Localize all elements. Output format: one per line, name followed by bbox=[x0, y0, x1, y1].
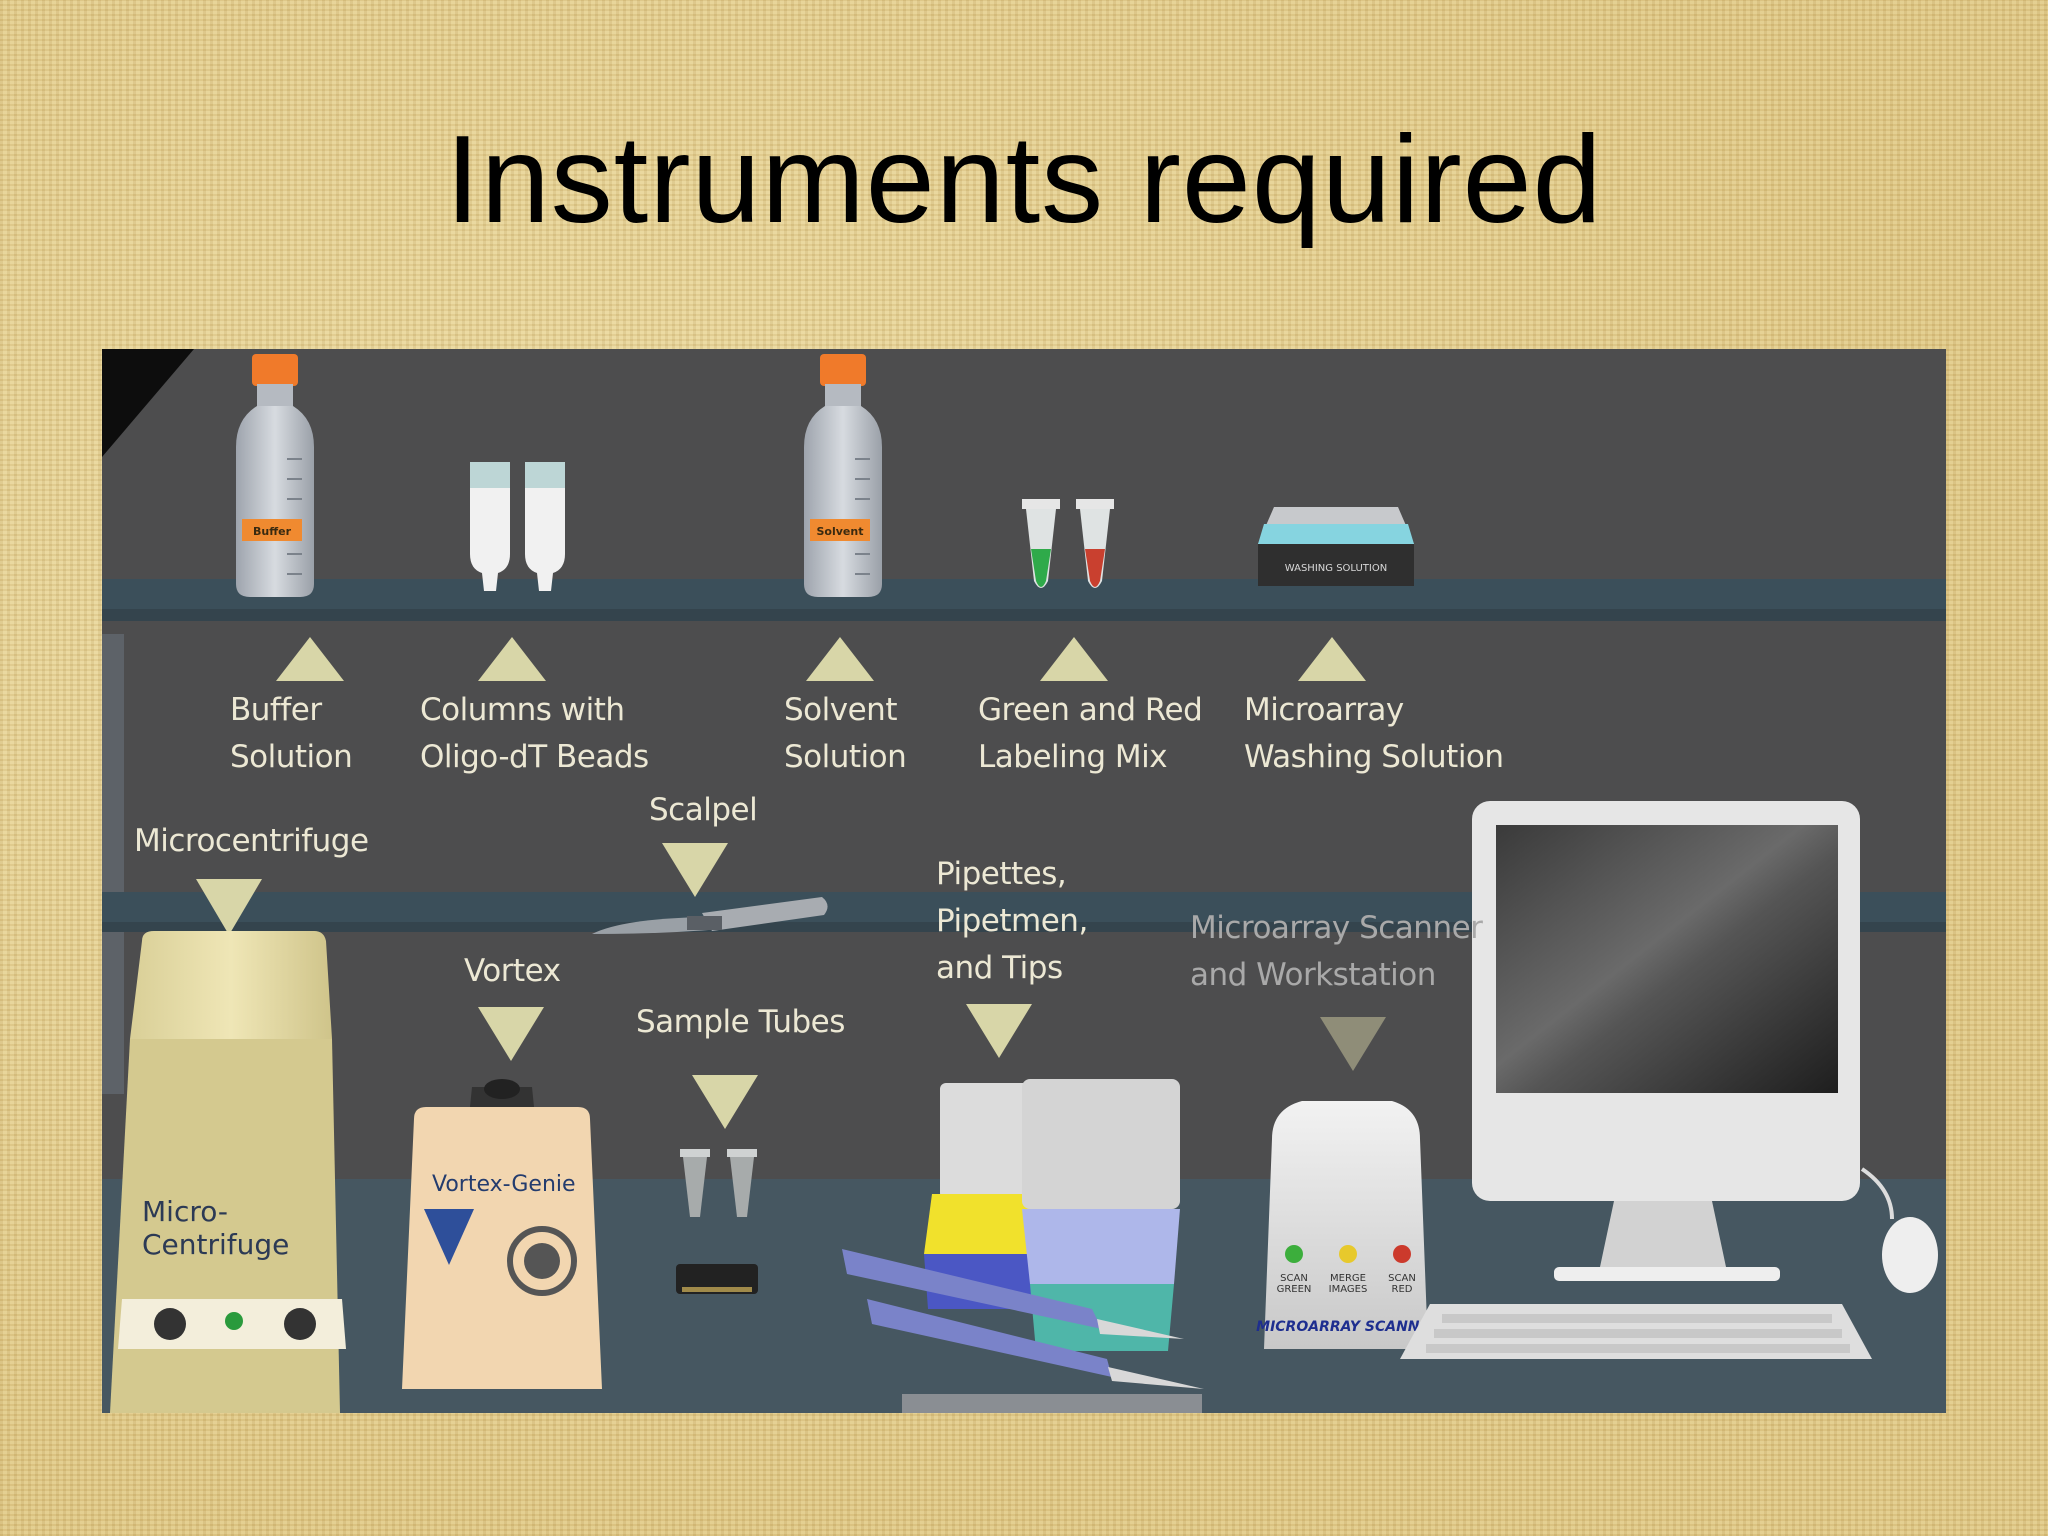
down-arrows bbox=[196, 843, 1386, 1129]
arrow-pipettes bbox=[966, 1004, 1032, 1058]
arrow-washing bbox=[1298, 637, 1366, 681]
svg-text:IMAGES: IMAGES bbox=[1329, 1284, 1368, 1295]
pipettes-illustration bbox=[842, 1249, 1204, 1413]
monitor-screen bbox=[1496, 825, 1838, 1093]
columns-illustration bbox=[470, 462, 565, 591]
arrow-solvent bbox=[806, 637, 874, 681]
label-vortex: Vortex bbox=[464, 953, 561, 989]
svg-text:Centrifuge: Centrifuge bbox=[142, 1228, 289, 1261]
svg-text:Solvent: Solvent bbox=[817, 525, 864, 538]
corner-shadow bbox=[102, 349, 194, 457]
label-scalpel: Scalpel bbox=[649, 792, 758, 828]
lab-illustration: Buffer Solvent bbox=[102, 349, 1946, 1413]
microcentrifuge-illustration: Micro- Centrifuge bbox=[110, 931, 346, 1413]
labeling-tubes-illustration bbox=[1022, 499, 1114, 588]
arrow-buffer bbox=[276, 637, 344, 681]
vortex-illustration: Vortex-Genie bbox=[402, 1079, 602, 1389]
arrow-labeling bbox=[1040, 637, 1108, 681]
svg-text:SCAN: SCAN bbox=[1388, 1273, 1416, 1284]
arrow-scanner bbox=[1320, 1017, 1386, 1071]
slide-title: Instruments required bbox=[445, 111, 1603, 249]
arrow-sample-tubes bbox=[692, 1075, 758, 1129]
arrow-vortex bbox=[478, 1007, 544, 1061]
arrow-microcentrifuge bbox=[196, 879, 262, 935]
label-microcentrifuge: Microcentrifuge bbox=[134, 823, 369, 859]
svg-text:Micro-: Micro- bbox=[142, 1195, 228, 1228]
scalpel-illustration bbox=[592, 897, 828, 934]
buffer-bottle-illustration: Buffer bbox=[236, 354, 314, 597]
scanner-illustration: SCAN GREEN MERGE IMAGES SCAN RED MICROAR… bbox=[1256, 1101, 1440, 1349]
washing-tray-illustration: WASHING SOLUTION bbox=[1258, 507, 1414, 586]
svg-text:MICROARRAY SCANNER: MICROARRAY SCANNER bbox=[1256, 1319, 1440, 1335]
top-shelf bbox=[102, 579, 1946, 609]
computer-illustration bbox=[1400, 801, 1938, 1359]
sample-tubes-illustration bbox=[676, 1149, 758, 1294]
svg-text:Vortex-Genie: Vortex-Genie bbox=[432, 1172, 576, 1197]
svg-text:SCAN: SCAN bbox=[1280, 1273, 1308, 1284]
svg-text:GREEN: GREEN bbox=[1277, 1284, 1312, 1295]
svg-text:WASHING SOLUTION: WASHING SOLUTION bbox=[1285, 563, 1387, 574]
label-sample-tubes: Sample Tubes bbox=[636, 1004, 845, 1040]
arrow-columns bbox=[478, 637, 546, 681]
label-pipettes: Pipettes,Pipetmen,and Tips bbox=[936, 856, 1088, 986]
svg-text:Buffer: Buffer bbox=[253, 525, 292, 538]
up-arrows bbox=[276, 637, 1366, 681]
svg-text:RED: RED bbox=[1392, 1284, 1413, 1295]
lab-instruments-scene: Buffer Solvent bbox=[102, 349, 1946, 1413]
tip-boxes-illustration bbox=[924, 1079, 1180, 1351]
arrow-scalpel bbox=[662, 843, 728, 897]
svg-text:MERGE: MERGE bbox=[1330, 1273, 1366, 1284]
solvent-bottle-illustration: Solvent bbox=[804, 354, 882, 597]
